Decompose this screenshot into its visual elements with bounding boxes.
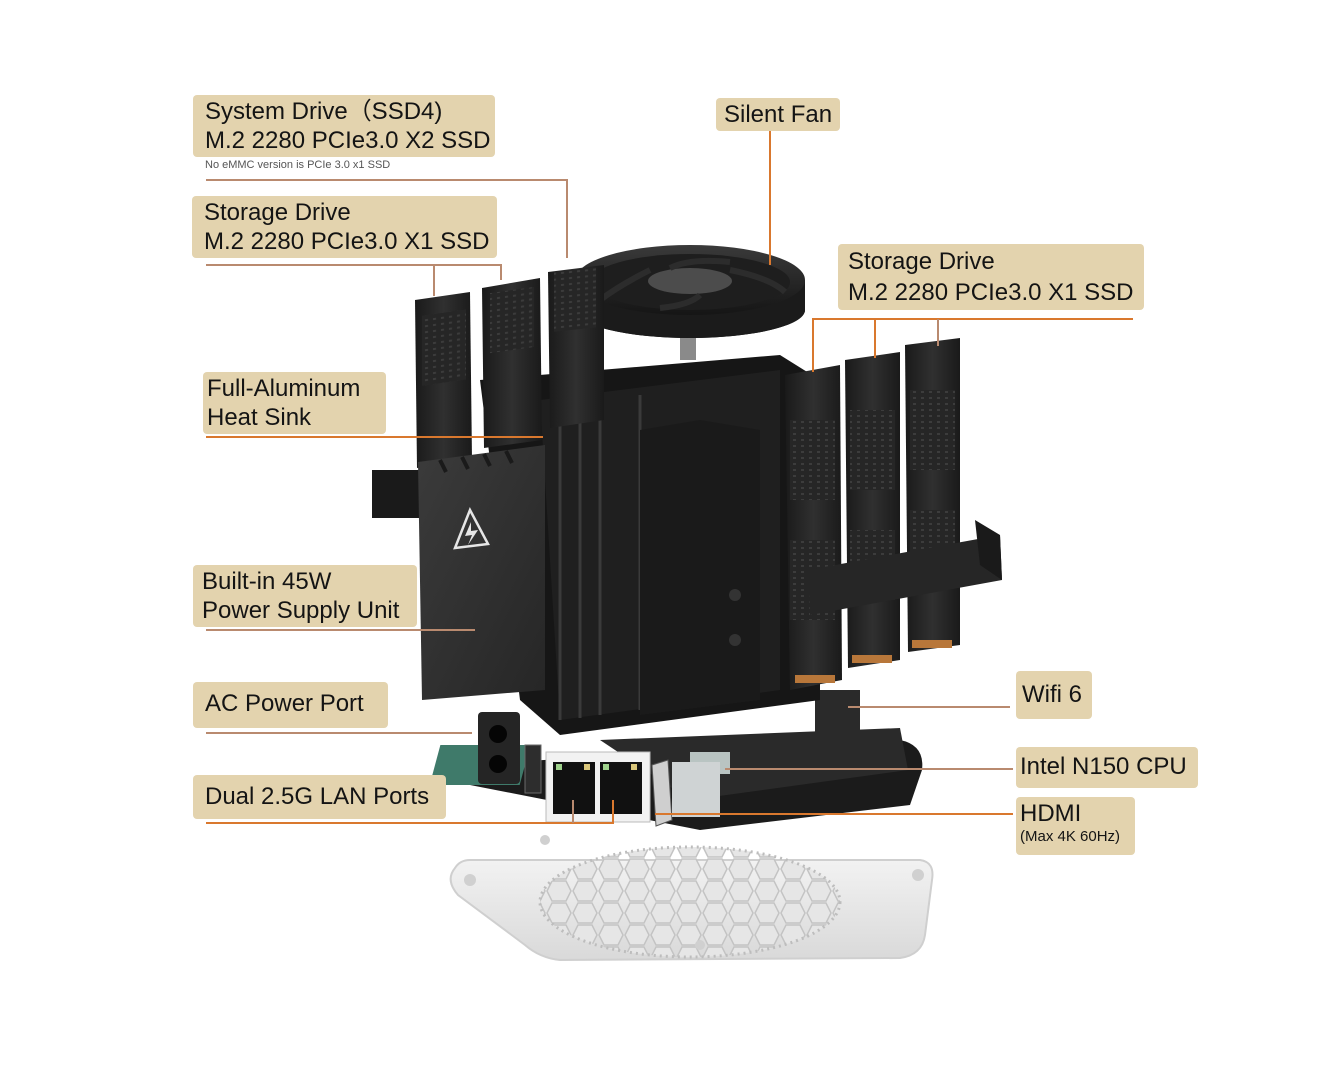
label-wifi: Wifi 6 [1016, 671, 1092, 719]
high-voltage-warning-icon [453, 507, 490, 550]
storage-drive-right-spec: M.2 2280 PCIe3.0 X1 SSD [848, 279, 1134, 306]
hdmi-spec: (Max 4K 60Hz) [1020, 828, 1121, 845]
storage-drive-left-spec: M.2 2280 PCIe3.0 X1 SSD [204, 228, 490, 255]
label-hdmi: HDMI (Max 4K 60Hz) [1016, 797, 1135, 855]
leader-system-drive [206, 179, 568, 258]
heat-sink-title: Full-Aluminum [207, 375, 361, 402]
ac-power-port [478, 712, 520, 784]
mainboard [429, 690, 923, 830]
wifi-module [815, 690, 860, 745]
label-silent-fan: Silent Fan [716, 98, 841, 131]
leader-lines [206, 130, 1133, 824]
storage-drive-left-title: Storage Drive [204, 199, 351, 226]
wifi-title: Wifi 6 [1022, 681, 1082, 708]
heat-sink [372, 355, 820, 735]
label-cpu: Intel N150 CPU [1016, 747, 1198, 788]
cpu-title: Intel N150 CPU [1020, 753, 1187, 780]
ac-power-port-title: AC Power Port [205, 690, 364, 717]
leader-lan-a [206, 800, 614, 824]
hdmi-title: HDMI [1020, 800, 1082, 827]
silent-fan [575, 245, 805, 360]
label-system-drive: System Drive（SSD4) M.2 2280 PCIe3.0 X2 S… [193, 95, 495, 157]
leader-storage-left-a [206, 264, 502, 280]
hdmi-port [651, 759, 673, 827]
label-storage-drive-right: Storage Drive M.2 2280 PCIe3.0 X1 SSD [838, 244, 1144, 310]
right-ssd-stack [785, 338, 1002, 690]
system-drive-spec: M.2 2280 PCIe3.0 X2 SSD [205, 127, 491, 154]
lan-ports-title: Dual 2.5G LAN Ports [205, 783, 430, 810]
system-drive-title: System Drive（SSD4) [205, 98, 443, 125]
heat-sink-subtitle: Heat Sink [207, 404, 312, 431]
power-supply-title: Built-in 45W [202, 568, 332, 595]
power-supply-unit [418, 445, 545, 700]
power-supply-subtitle: Power Supply Unit [202, 597, 400, 624]
leader-storage-right-a [812, 318, 1133, 372]
system-drive-note: No eMMC version is PCIe 3.0 x1 SSD [205, 159, 391, 171]
label-heat-sink: Full-Aluminum Heat Sink [203, 372, 386, 434]
label-lan-ports: Dual 2.5G LAN Ports [193, 775, 446, 819]
silent-fan-title: Silent Fan [724, 101, 833, 128]
label-power-supply: Built-in 45W Power Supply Unit [193, 565, 417, 627]
left-ssd-stack [415, 265, 604, 468]
label-ac-power-port: AC Power Port [193, 682, 388, 728]
storage-drive-right-title: Storage Drive [848, 248, 995, 275]
label-storage-drive-left: Storage Drive M.2 2280 PCIe3.0 X1 SSD [192, 196, 497, 258]
base-plate [449, 835, 934, 962]
